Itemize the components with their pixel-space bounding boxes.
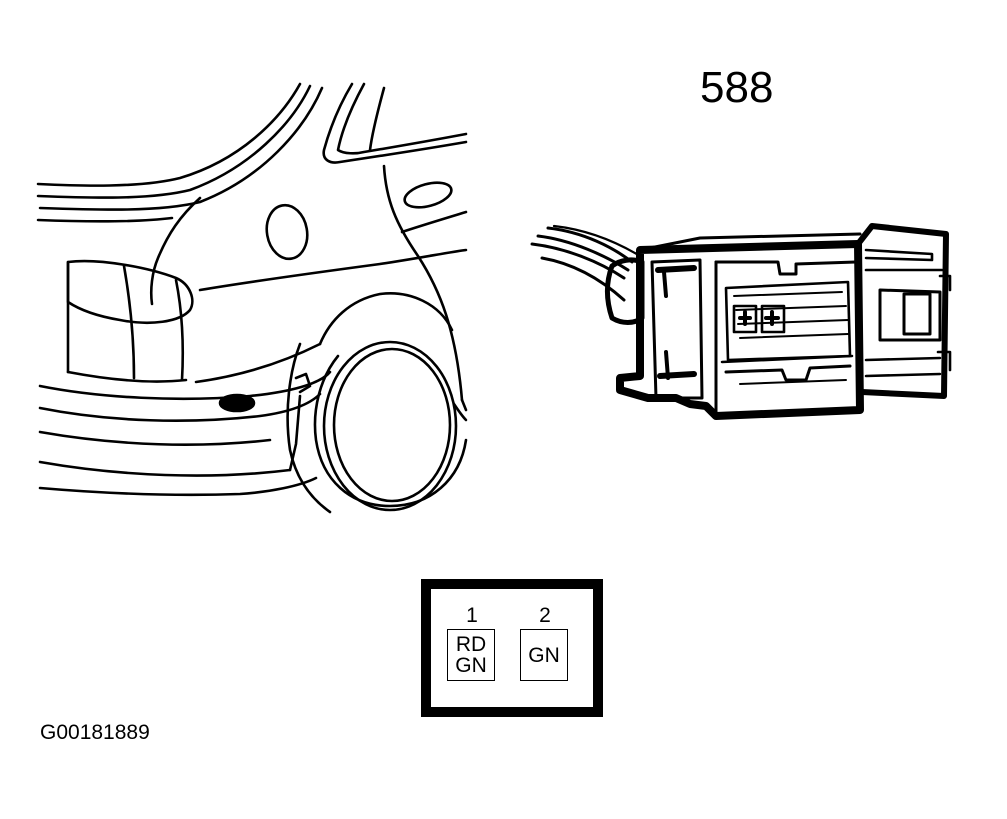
pin-number: 2 [539,604,551,627]
connector-illustration [530,223,952,420]
pin-cavity: RD GN [447,629,495,681]
figure-id-label: G00181889 [40,721,150,744]
pin-2: 2 GN [520,604,570,681]
wire-color: GN [455,654,487,677]
pin-1: 1 RD GN [447,604,497,681]
car-rear-quarter-illustration [36,82,468,514]
pin-number: 1 [466,604,478,627]
wire-color: RD [455,633,487,656]
wire-color: GN [528,643,560,667]
pin-cavity: GN [520,629,568,681]
connector-number-label: 588 [700,63,774,112]
connector-pinout-box: 1 RD GN 2 GN [421,579,603,717]
